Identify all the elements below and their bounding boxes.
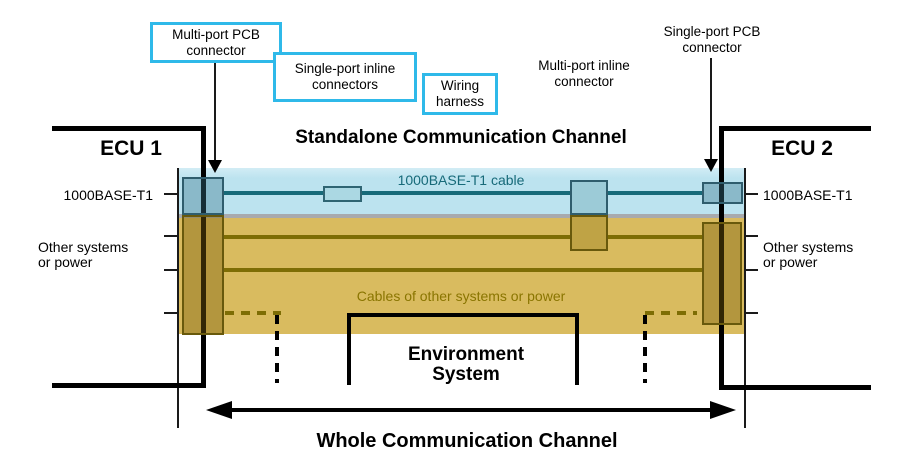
other-cables-label: Cables of other systems or power <box>356 288 566 304</box>
right-other-systems-label: Other systems or power <box>763 239 854 270</box>
band-divider <box>178 214 744 218</box>
label-single-port-pcb-connector: Single-port PCB connector <box>663 24 761 55</box>
multi-port-inline-connector-power-part <box>570 215 608 251</box>
tick-left-t1 <box>164 193 178 195</box>
ecu2-border-bottom <box>719 385 871 390</box>
dashed-cable-left-vertical <box>275 315 279 383</box>
t1-cable-line <box>223 191 702 195</box>
tick-left-3 <box>164 269 178 271</box>
right-power-connector <box>702 222 742 325</box>
left-other-systems-label: Other systems or power <box>38 239 129 270</box>
callout-single-port-inline-connectors: Single-port inline connectors <box>273 52 417 102</box>
t1-cable-label: 1000BASE-T1 cable <box>397 172 525 188</box>
channel-boundary-right <box>744 168 746 428</box>
tick-right-3 <box>744 269 758 271</box>
left-1000base-t1-label: 1000BASE-T1 <box>63 187 154 203</box>
label-multi-port-inline-connector: Multi-port inline connector <box>538 58 630 89</box>
dashed-cable-left-horizontal <box>225 311 281 315</box>
channel-boundary-left <box>177 168 179 428</box>
multi-port-pcb-connector-t1-part <box>182 177 224 215</box>
ecu2-border-left <box>719 126 724 390</box>
tick-right-2 <box>744 235 758 237</box>
single-port-pcb-arrowhead <box>704 159 718 172</box>
callout-multi-port-pcb-connector: Multi-port PCB connector <box>150 22 282 63</box>
ecu1-border-top <box>52 126 206 131</box>
dashed-cable-right-vertical <box>643 315 647 383</box>
whole-channel-arrowhead-left <box>206 401 232 419</box>
ecu2-label: ECU 2 <box>771 137 833 160</box>
environment-system-bracket <box>347 313 579 385</box>
environment-system-label: Environment System <box>407 344 525 385</box>
whole-channel-arrowhead-right <box>710 401 736 419</box>
multi-port-pcb-connector-power-part <box>182 215 224 335</box>
tick-left-2 <box>164 235 178 237</box>
ecu1-border-bottom <box>52 383 206 388</box>
ecu1-label: ECU 1 <box>100 137 162 160</box>
callout-wiring-harness: Wiring harness <box>422 73 498 115</box>
tick-right-4 <box>744 312 758 314</box>
multi-port-pcb-arrow-line <box>214 63 216 162</box>
ecu2-border-top <box>719 126 871 131</box>
whole-channel-title: Whole Communication Channel <box>316 430 618 452</box>
multi-port-inline-connector-t1-part <box>570 180 608 215</box>
single-port-pcb-connector <box>702 182 743 204</box>
tick-right-t1 <box>744 193 758 195</box>
single-port-pcb-arrow-line <box>710 58 712 161</box>
right-1000base-t1-label: 1000BASE-T1 <box>763 187 853 203</box>
whole-channel-arrow-line <box>228 408 712 412</box>
dashed-cable-right-horizontal <box>645 311 697 315</box>
other-cable-line-2 <box>223 268 702 272</box>
single-port-inline-connector <box>323 186 362 202</box>
ecu1-border-right <box>201 126 206 388</box>
tick-left-4 <box>164 312 178 314</box>
other-cable-line-1 <box>223 235 702 239</box>
standalone-channel-title: Standalone Communication Channel <box>295 127 627 148</box>
multi-port-pcb-arrowhead <box>208 160 222 173</box>
